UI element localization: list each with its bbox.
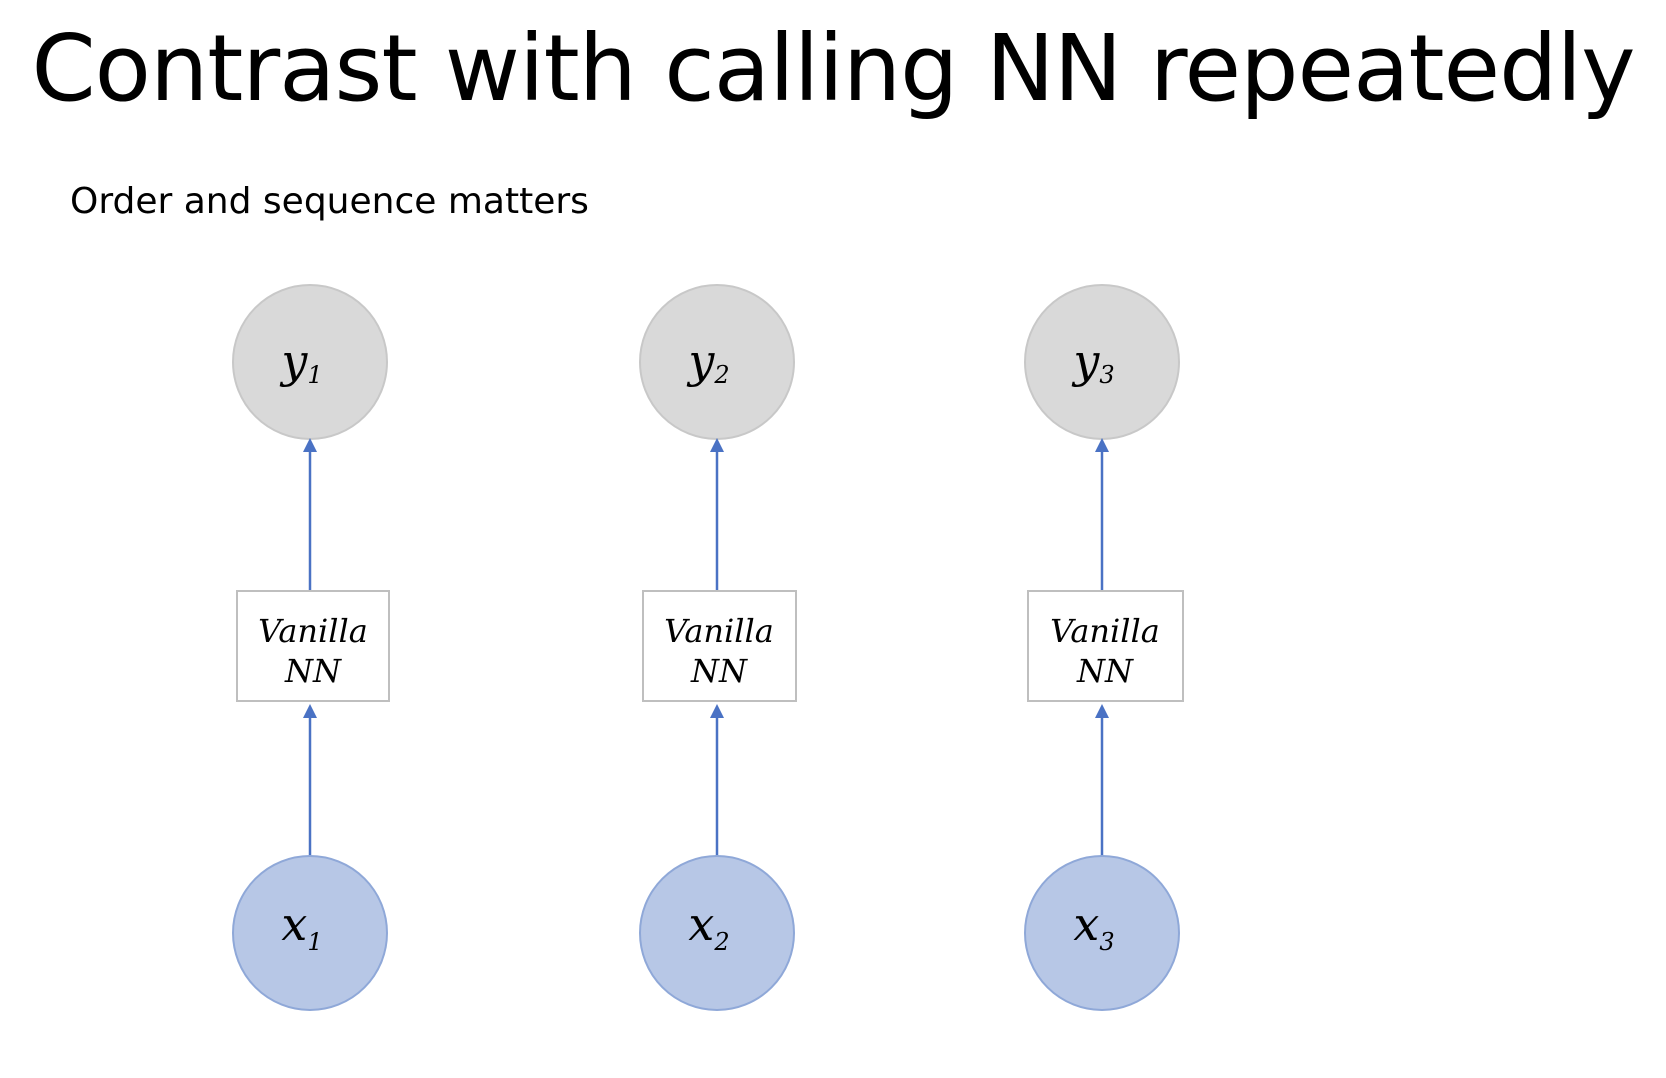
output-label-base: y [279,334,308,388]
arrowhead-up [710,438,724,452]
output-label-sub: 3 [1099,361,1114,389]
box-line1-1: Vanilla [258,612,368,650]
box-line1-3: Vanilla [1050,612,1160,650]
input-label-sub: 2 [713,928,729,956]
input-label-base: x [688,897,714,951]
arrowhead-up [1095,704,1109,718]
input-label-sub: 1 [307,928,322,956]
input-node-2 [639,855,795,1011]
box-line1-2: Vanilla [664,612,774,650]
slide-title: Contrast with calling NN repeatedly [31,15,1635,122]
input-label-1: x1 [281,897,322,956]
output-label-base: y [1071,334,1100,388]
box-line2-1: NN [284,652,342,690]
slide-subtitle: Order and sequence matters [70,181,589,222]
arrowhead-up [303,438,317,452]
input-label-2: x2 [688,897,729,956]
input-node-1 [232,855,388,1011]
box-line2-3: NN [1076,652,1134,690]
column-3: y3 Vanilla NN x3 [1024,284,1184,1011]
output-label-base: y [686,334,715,388]
arrowhead-up [710,704,724,718]
vanilla-nn-box-1 [236,590,390,702]
input-label-sub: 3 [1099,928,1114,956]
vanilla-nn-box-2 [642,590,797,702]
input-node-3 [1024,855,1180,1011]
arrowhead-up [303,704,317,718]
input-label-3: x3 [1073,897,1114,956]
output-label-sub: 1 [307,361,322,389]
box-line2-2: NN [690,652,748,690]
input-label-base: x [281,897,307,951]
output-label-sub: 2 [713,361,729,389]
column-2: y2 Vanilla NN x2 [639,284,797,1011]
output-label-1: y1 [279,334,322,389]
column-1: y1 Vanilla NN x1 [232,284,390,1011]
output-label-2: y2 [686,334,729,389]
output-label-3: y3 [1071,334,1114,389]
vanilla-nn-box-3 [1027,590,1184,702]
arrowhead-up [1095,438,1109,452]
input-label-base: x [1073,897,1099,951]
